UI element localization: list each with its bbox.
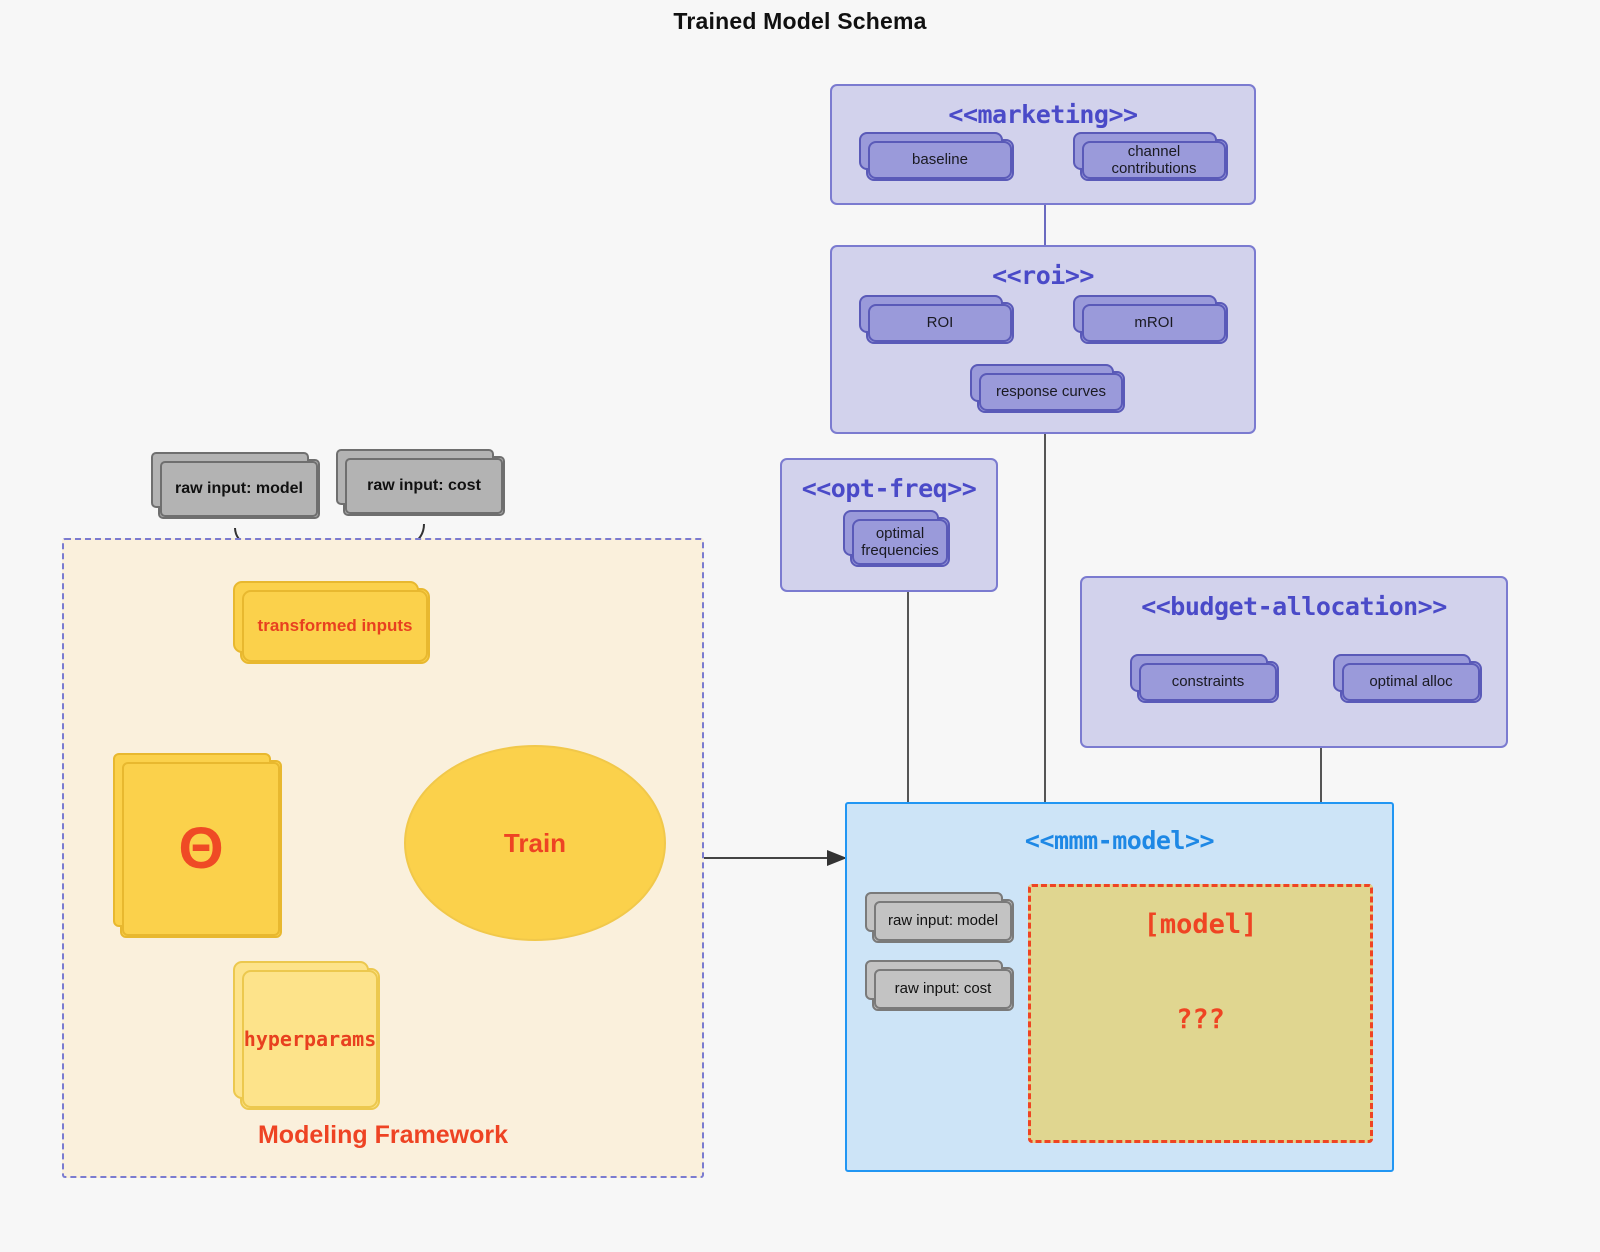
package-mmm-model-title: <<mmm-model>> bbox=[1024, 826, 1215, 855]
card-face bbox=[874, 901, 1012, 941]
package-opt-freq[interactable]: <<opt-freq>> optimal frequencies bbox=[780, 458, 998, 592]
raw-input-cost-card[interactable]: raw input: cost bbox=[336, 449, 505, 516]
model-slot-placeholder: ??? bbox=[1176, 1004, 1225, 1035]
card-label: mROI bbox=[1134, 314, 1174, 332]
card-label: transformed inputs bbox=[257, 616, 413, 636]
card-label: constraints bbox=[1171, 673, 1245, 691]
card-face bbox=[868, 304, 1012, 342]
card-label: raw input: cost bbox=[367, 476, 481, 494]
raw-input-model-card[interactable]: raw input: model bbox=[151, 452, 320, 519]
card-label: ROI bbox=[926, 314, 954, 332]
card-mroi[interactable]: mROI bbox=[1073, 295, 1228, 344]
card-face bbox=[852, 519, 948, 565]
card-label-line1: optimal bbox=[875, 524, 925, 542]
card-face bbox=[242, 590, 428, 662]
card-baseline[interactable]: baseline bbox=[859, 132, 1014, 181]
card-face bbox=[979, 373, 1123, 411]
card-label: optimal frequencies bbox=[853, 525, 947, 560]
mmm-raw-input-model-card[interactable]: raw input: model bbox=[865, 892, 1014, 943]
card-face bbox=[242, 970, 378, 1108]
card-face bbox=[122, 762, 280, 936]
hyperparams-card[interactable]: hyperparams bbox=[233, 961, 380, 1110]
package-opt-freq-title: <<opt-freq>> bbox=[801, 474, 977, 503]
model-slot-title: [model] bbox=[1143, 909, 1258, 940]
card-label: baseline bbox=[912, 151, 968, 169]
card-label: optimal alloc bbox=[1369, 673, 1453, 691]
card-face bbox=[1139, 663, 1277, 701]
card-label: raw input: cost bbox=[894, 980, 992, 998]
card-roi[interactable]: ROI bbox=[859, 295, 1014, 344]
card-label: channel contributions bbox=[1111, 142, 1197, 177]
package-mmm-model[interactable]: <<mmm-model>> raw input: model raw input… bbox=[845, 802, 1394, 1172]
card-channel-contributions[interactable]: channel contributions bbox=[1073, 132, 1228, 181]
train-node[interactable]: Train bbox=[404, 745, 666, 941]
card-label: raw input: model bbox=[175, 479, 303, 497]
card-optimal-frequencies[interactable]: optimal frequencies bbox=[843, 510, 950, 567]
card-label: hyperparams bbox=[243, 1026, 377, 1051]
modeling-framework-label: Modeling Framework bbox=[257, 1121, 509, 1149]
card-label: response curves bbox=[995, 383, 1107, 401]
package-roi-title: <<roi>> bbox=[992, 261, 1094, 290]
card-face bbox=[1082, 304, 1226, 342]
package-marketing[interactable]: <<marketing>> baseline channel contribut… bbox=[830, 84, 1256, 205]
package-marketing-title: <<marketing>> bbox=[948, 100, 1138, 129]
card-label-line2: frequencies bbox=[861, 542, 939, 559]
card-face bbox=[160, 461, 318, 517]
card-constraints[interactable]: constraints bbox=[1130, 654, 1279, 703]
card-response-curves[interactable]: response curves bbox=[970, 364, 1125, 413]
package-roi[interactable]: <<roi>> ROI mROI response curves bbox=[830, 245, 1256, 434]
train-label: Train bbox=[503, 827, 567, 858]
card-face bbox=[345, 458, 503, 514]
model-slot[interactable]: [model] ??? bbox=[1028, 884, 1373, 1143]
card-face bbox=[1342, 663, 1480, 701]
card-face bbox=[1082, 141, 1226, 179]
transformed-inputs-card[interactable]: transformed inputs bbox=[233, 581, 430, 664]
card-optimal-alloc[interactable]: optimal alloc bbox=[1333, 654, 1482, 703]
mmm-raw-input-cost-card[interactable]: raw input: cost bbox=[865, 960, 1014, 1011]
package-budget-allocation[interactable]: <<budget-allocation>> constraints optima… bbox=[1080, 576, 1508, 748]
card-label: raw input: model bbox=[887, 912, 999, 930]
card-face bbox=[868, 141, 1012, 179]
page-title: Trained Model Schema bbox=[673, 8, 927, 34]
theta-symbol: Θ bbox=[178, 815, 224, 881]
card-face bbox=[874, 969, 1012, 1009]
package-budget-allocation-title: <<budget-allocation>> bbox=[1141, 592, 1447, 621]
theta-card[interactable]: Θ bbox=[113, 753, 282, 938]
